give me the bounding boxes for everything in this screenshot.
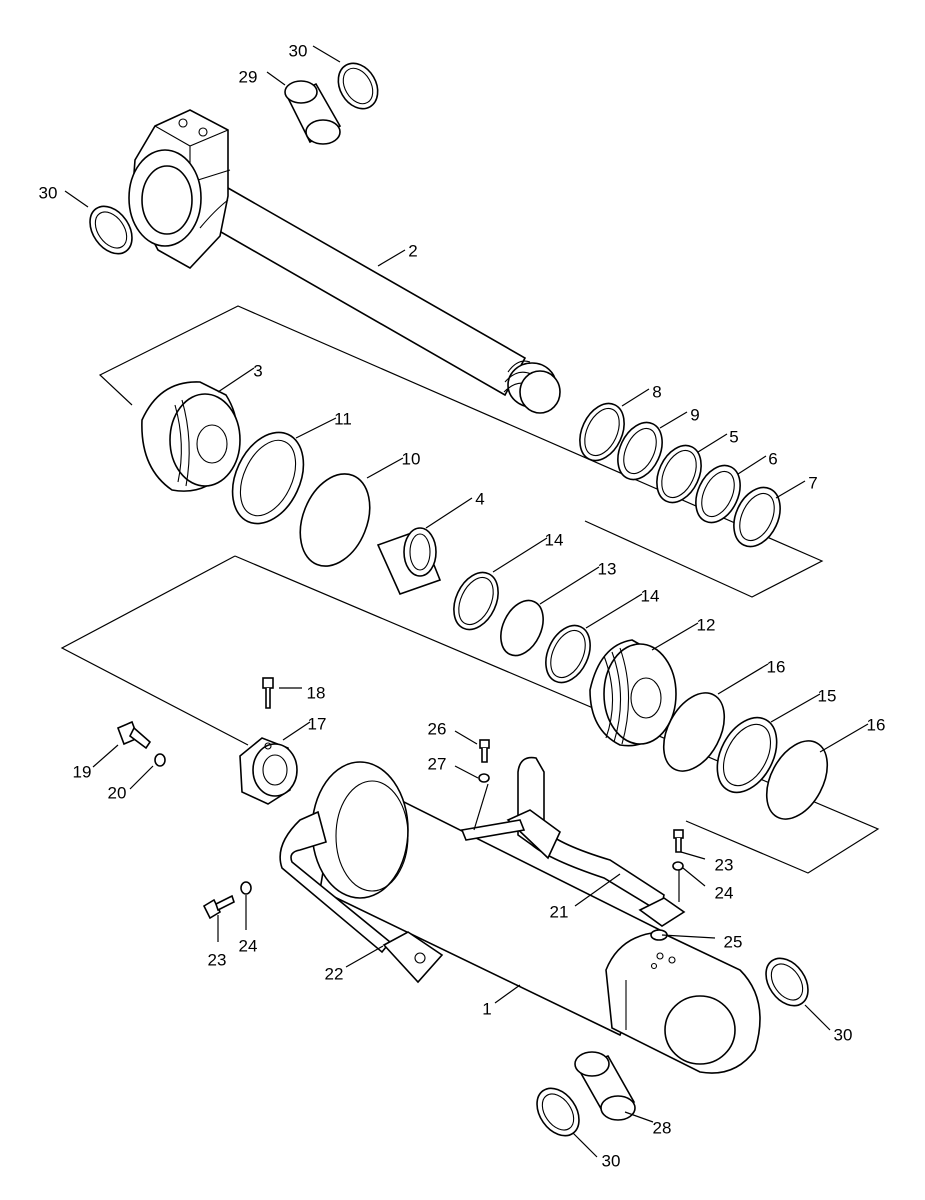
callout-c12: 12 (697, 615, 716, 634)
rod-seal-5 (656, 444, 702, 504)
rod-seal-8 (579, 402, 625, 462)
callout-c9: 9 (690, 405, 699, 424)
leader-lines (64, 45, 869, 1158)
rod-end-bushing (284, 80, 342, 145)
callout-c24a: 24 (715, 883, 734, 902)
cylinder-tube (311, 761, 761, 1074)
pipe-22 (279, 810, 444, 984)
callout-c25: 25 (724, 932, 743, 951)
callout-c15: 15 (818, 686, 837, 705)
callout-c16a: 16 (767, 657, 786, 676)
piston-o-ring-13 (500, 599, 544, 657)
piston (589, 639, 677, 747)
piston-ring-14-upper (453, 571, 499, 631)
callout-c14a: 14 (545, 530, 564, 549)
screw-26 (479, 739, 490, 763)
cylinder-tube-group-outline (60, 555, 880, 874)
callout-c14b: 14 (641, 586, 660, 605)
rod-seal-7 (733, 486, 781, 548)
callout-c30c: 30 (834, 1025, 853, 1044)
washer-27 (478, 773, 490, 783)
piston-group-outline (98, 305, 824, 598)
dust-seal-ring-rod-left (89, 205, 133, 255)
callout-c5: 5 (729, 427, 738, 446)
callout-c10: 10 (402, 449, 421, 468)
dust-seal-ring-rod-top (337, 62, 379, 110)
head-seal-ring (231, 431, 305, 525)
washer-20 (154, 753, 166, 767)
lock-nut (239, 737, 298, 805)
callout-c29: 29 (239, 67, 258, 86)
callout-c1: 1 (482, 999, 491, 1018)
callout-c11: 11 (334, 409, 352, 428)
callout-c3: 3 (253, 361, 262, 380)
callout-c18: 18 (307, 683, 326, 702)
callout-c22: 22 (325, 964, 344, 983)
callout-c30d: 30 (602, 1151, 621, 1170)
callout-c28: 28 (653, 1118, 672, 1137)
bolt-23-left (202, 894, 235, 920)
callout-c17: 17 (308, 714, 327, 733)
rod-seal-9 (617, 421, 663, 481)
bottom-bushing (574, 1051, 636, 1121)
piston-o-ring-16-lower (765, 740, 829, 820)
callout-c23b: 23 (208, 950, 227, 969)
callout-c20: 20 (108, 783, 127, 802)
piston-ring-14-lower (545, 624, 591, 684)
callout-c26: 26 (428, 719, 447, 738)
callout-c21: 21 (550, 902, 569, 921)
callout-c4: 4 (475, 489, 484, 508)
head-bushing (376, 527, 442, 595)
head-o-ring (299, 473, 371, 567)
callout-c19: 19 (73, 762, 92, 781)
callout-c16b: 16 (867, 715, 886, 734)
callout-c7: 7 (808, 473, 817, 492)
callout-c27: 27 (428, 754, 447, 773)
piston-wear-ring-15 (716, 716, 778, 794)
callout-c2: 2 (408, 241, 417, 260)
dust-seal-ring-bottom-right (765, 957, 809, 1007)
rod-seal-6 (695, 464, 741, 524)
washer-24-right (672, 861, 684, 871)
washer-24-left (240, 881, 252, 895)
callout-c6: 6 (768, 449, 777, 468)
dust-seal-ring-bottom-left (536, 1087, 580, 1137)
callout-c24b: 24 (239, 936, 258, 955)
callout-c30b: 30 (39, 183, 58, 202)
bolt-19 (116, 720, 152, 750)
set-screw-18 (262, 677, 274, 709)
callout-c23a: 23 (715, 855, 734, 874)
pipe-21 (460, 756, 686, 927)
bolt-23-right (673, 829, 684, 853)
cylinder-head (141, 381, 241, 492)
callout-c8: 8 (652, 382, 661, 401)
piston-o-ring-16-upper (662, 692, 726, 772)
callout-c30a: 30 (289, 41, 308, 60)
callout-c13: 13 (598, 559, 617, 578)
piston-rod (128, 109, 561, 414)
